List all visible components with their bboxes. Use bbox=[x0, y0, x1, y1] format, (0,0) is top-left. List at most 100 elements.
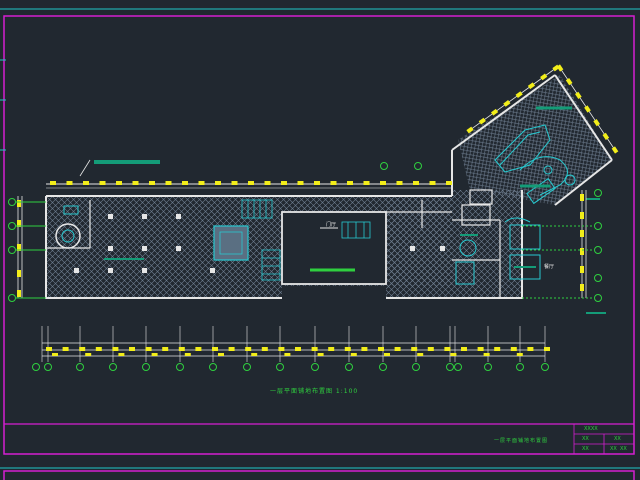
dim-tick bbox=[79, 347, 86, 351]
round-reception bbox=[55, 205, 81, 249]
dim-tick bbox=[384, 353, 390, 356]
wing-dim-ticks bbox=[466, 64, 619, 154]
dim-tick bbox=[429, 181, 436, 185]
dim-tick bbox=[228, 347, 235, 351]
dim-tick bbox=[66, 181, 73, 185]
dim-tick bbox=[602, 132, 610, 140]
dim-tick bbox=[350, 353, 357, 356]
dim-tick bbox=[251, 353, 258, 356]
dim-tick bbox=[215, 181, 221, 185]
dim-tick bbox=[83, 181, 89, 185]
room-mark-hall: 门厅 bbox=[326, 222, 337, 228]
dim-tick bbox=[99, 181, 106, 185]
dim-tick bbox=[284, 353, 291, 356]
lower-sheet-frame bbox=[3, 470, 635, 480]
dim-tick bbox=[580, 248, 584, 255]
dim-tick bbox=[195, 347, 202, 351]
dim-tick bbox=[540, 73, 548, 81]
dim-tick bbox=[461, 347, 467, 351]
label-bars bbox=[94, 160, 606, 314]
dim-tick bbox=[182, 181, 188, 185]
dim-tick bbox=[52, 353, 58, 356]
dim-tick bbox=[17, 270, 21, 277]
dim-tick bbox=[413, 181, 419, 185]
dim-tick bbox=[478, 117, 486, 125]
grid-bubble bbox=[243, 363, 251, 371]
dim-tick bbox=[380, 181, 386, 185]
bottom-grid-bubbles bbox=[32, 363, 549, 371]
dim-tick bbox=[184, 353, 191, 356]
dim-tick bbox=[427, 347, 434, 351]
dim-tick bbox=[446, 181, 452, 185]
central-feature bbox=[213, 225, 249, 261]
right-service bbox=[455, 217, 541, 285]
dim-tick bbox=[565, 78, 573, 86]
dim-tick bbox=[50, 181, 56, 185]
grid-bubble bbox=[484, 363, 492, 371]
dim-tick bbox=[515, 91, 523, 98]
dim-tick bbox=[311, 347, 318, 351]
interior-walls bbox=[46, 189, 501, 298]
dim-tick bbox=[556, 64, 564, 72]
dim-tick bbox=[580, 284, 584, 291]
dim-tick bbox=[411, 347, 418, 351]
dim-tick bbox=[527, 82, 536, 90]
dim-tick bbox=[165, 181, 172, 185]
right-dim-line bbox=[581, 190, 587, 298]
dim-tick bbox=[112, 347, 119, 351]
dim-tick bbox=[116, 181, 122, 185]
dim-tick bbox=[494, 347, 501, 351]
plan-caption: 一层平面铺地布置图 1:100 bbox=[270, 388, 359, 395]
titleblock-grid bbox=[573, 424, 634, 454]
dim-tick bbox=[450, 353, 457, 356]
dim-tick bbox=[317, 353, 324, 356]
left-dim-ticks bbox=[17, 200, 21, 297]
grid-bubble bbox=[32, 363, 40, 371]
dim-tick bbox=[574, 91, 582, 99]
grid-bubble bbox=[454, 363, 462, 371]
central-hall bbox=[281, 211, 387, 285]
dim-tick bbox=[417, 353, 424, 356]
top-dim-ticks bbox=[50, 181, 452, 185]
dim-tick bbox=[580, 194, 584, 201]
dim-tick bbox=[162, 347, 169, 351]
stair bbox=[241, 199, 371, 281]
dim-tick bbox=[212, 347, 218, 351]
grid-bubble bbox=[379, 363, 387, 371]
dim-tick bbox=[151, 353, 158, 356]
dim-tick bbox=[483, 353, 490, 356]
dim-tick bbox=[611, 146, 619, 154]
dim-tick bbox=[129, 347, 135, 351]
grid-bubble bbox=[541, 363, 549, 371]
grid-bubble bbox=[176, 363, 184, 371]
titleblock-cell-6: XX bbox=[620, 446, 627, 452]
left-grid-bubbles bbox=[8, 198, 46, 302]
dim-tick bbox=[17, 220, 21, 227]
dim-tick bbox=[85, 353, 92, 356]
dim-tick bbox=[281, 181, 287, 185]
grid-bubble bbox=[44, 363, 52, 371]
dim-tick bbox=[248, 181, 254, 185]
dim-tick bbox=[62, 347, 69, 351]
dim-tick bbox=[344, 347, 351, 351]
dim-tick bbox=[132, 181, 139, 185]
dim-tick bbox=[261, 347, 268, 351]
dim-tick bbox=[297, 181, 304, 185]
dim-tick bbox=[490, 108, 499, 116]
dim-tick bbox=[328, 347, 335, 351]
dim-tick bbox=[314, 181, 320, 185]
dim-tick bbox=[330, 181, 337, 185]
dim-tick bbox=[510, 347, 517, 351]
dim-tick bbox=[295, 347, 301, 351]
grid-bubble bbox=[345, 363, 353, 371]
dim-tick bbox=[580, 266, 584, 273]
dim-tick bbox=[145, 347, 152, 351]
bottom-extension-lines bbox=[41, 326, 546, 362]
dim-tick bbox=[363, 181, 370, 185]
grid-bubble bbox=[446, 363, 454, 371]
dim-tick bbox=[178, 347, 185, 351]
dim-tick bbox=[580, 212, 584, 219]
dim-tick bbox=[198, 181, 205, 185]
dim-tick bbox=[17, 244, 21, 251]
